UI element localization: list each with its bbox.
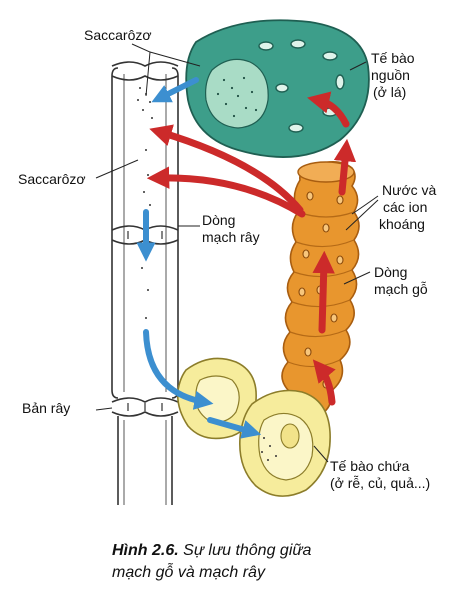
label-phloem-flow-1: Dòng [202, 212, 236, 228]
label-water-ions-1: Nước và [382, 182, 437, 198]
label-source-cell-3: (ở lá) [373, 84, 407, 100]
red-arrow-storage [312, 359, 336, 406]
source-cell [185, 19, 370, 158]
red-arrow-source-inner [307, 91, 350, 128]
label-sucrose-top: Saccarôzơ [84, 27, 152, 43]
label-sieve-plate: Bản rây [22, 400, 71, 416]
blue-arrow-to-storage [143, 329, 214, 410]
phloem-xylem-diagram [95, 19, 379, 505]
label-source-cell-2: nguồn [371, 67, 410, 83]
sieve-plate-lower [111, 397, 179, 417]
figure-caption: Hình 2.6. Sự lưu thông giữa mạch gỗ và m… [112, 540, 311, 584]
caption-text-2: mạch gỗ và mạch rây [112, 564, 265, 581]
red-arrow-to-source [333, 138, 357, 196]
label-xylem-flow-2: mạch gỗ [374, 281, 428, 297]
caption-line-1: Hình 2.6. Sự lưu thông giữa [112, 540, 311, 562]
red-arrow-to-tube-upper [149, 124, 304, 214]
storage-dots [261, 437, 277, 461]
xylem-pits [298, 191, 344, 389]
storage-cells [176, 357, 331, 497]
blue-arrow-from-source [151, 77, 199, 103]
label-storage-cell-1: Tế bào chứa [330, 458, 410, 474]
label-sucrose-left: Saccarôzơ [18, 171, 86, 187]
label-water-ions-2: các ion [383, 199, 428, 215]
caption-number: Hình 2.6. [112, 542, 179, 559]
label-xylem-flow-1: Dòng [374, 264, 408, 280]
sieve-tube [111, 61, 179, 505]
xylem-flow-arrows [146, 91, 357, 406]
caption-text-1: Sự lưu thông giữa [183, 542, 312, 559]
label-water-ions-3: khoáng [379, 216, 425, 232]
red-arrow-xylem-up [312, 250, 335, 334]
phloem-flow-arrows [136, 77, 262, 439]
blue-arrow-into-storage [207, 417, 262, 439]
label-storage-cell-2: (ở rễ, củ, quả...) [330, 475, 431, 491]
label-phloem-flow-2: mạch rây [202, 229, 260, 245]
sieve-plate-top [111, 61, 179, 81]
label-source-cell-1: Tế bào [371, 50, 415, 66]
leader-lines [95, 43, 379, 463]
sucrose-dots-tube [137, 87, 153, 319]
source-cell-dots [216, 76, 258, 118]
red-arrow-to-tube-lower [146, 166, 306, 218]
